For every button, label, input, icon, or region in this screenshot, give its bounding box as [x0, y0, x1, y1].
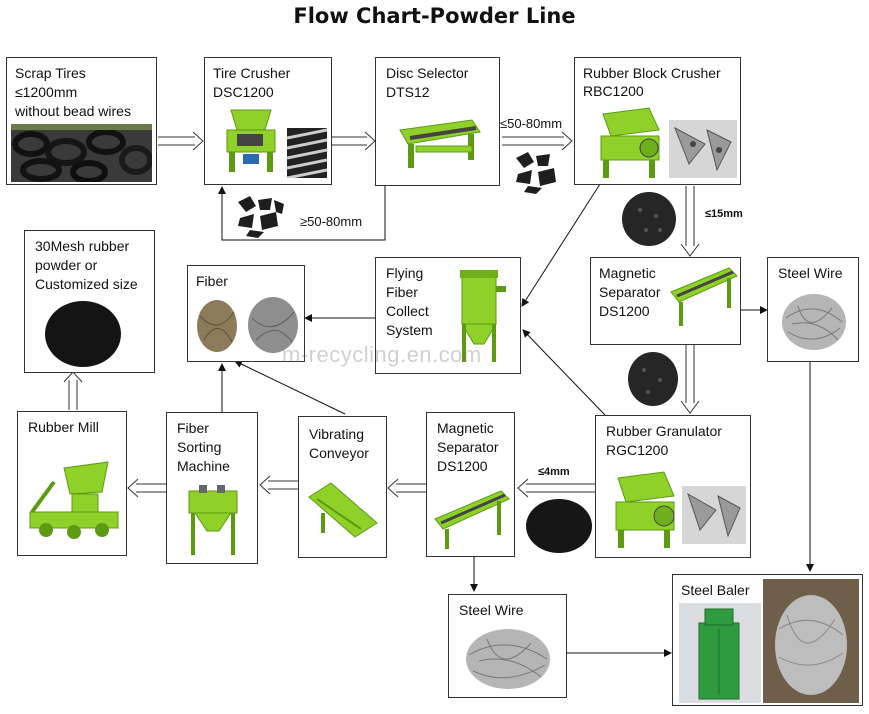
disc-selector-label: Disc Selector	[386, 65, 469, 81]
fiber-image-brown	[197, 300, 237, 352]
tire-crusher-label: Tire Crusher	[213, 65, 291, 81]
watermark-text: m-recycling.en.com	[282, 342, 482, 367]
vib-label-1: Vibrating	[309, 426, 365, 442]
tire-crusher-model: DSC1200	[213, 84, 274, 100]
box-rubber-granulator: Rubber Granulator RGC1200	[595, 415, 751, 558]
shredder-blades-image	[287, 128, 327, 178]
fiber-sorting-machine-image	[188, 485, 238, 555]
rubber-chips-image-1	[516, 152, 556, 194]
chart-title: Flow Chart-Powder Line	[293, 4, 576, 28]
flying-label-4: System	[386, 322, 433, 338]
arrow-vib-to-fiber	[234, 360, 346, 415]
flying-label-2: Fiber	[386, 284, 418, 300]
mag2-machine-image	[434, 490, 510, 549]
steel-baler-label: Steel Baler	[681, 582, 750, 598]
granulator-model: RGC1200	[606, 442, 669, 458]
sorting-label-3: Machine	[177, 458, 230, 474]
rubber-mill-image	[29, 461, 119, 539]
mag1-label-2: Separator	[599, 284, 661, 300]
crusher-knives-image	[669, 120, 737, 178]
powder-label-1: 30Mesh rubber	[35, 238, 130, 254]
hollow-arrow-sorting-to-mill	[127, 478, 166, 498]
vib-label-2: Conveyor	[309, 445, 369, 461]
scrap-tires-note: without bead wires	[15, 103, 131, 119]
box-fiber-sorting-machine: Fiber Sorting Machine	[166, 412, 258, 564]
mag1-label-1: Magnetic	[599, 265, 656, 281]
hollow-arrow-scrap-to-crusher	[158, 131, 204, 151]
mag2-label-1: Magnetic	[437, 420, 494, 436]
rubber-chips-image-2	[238, 196, 284, 238]
hollow-arrow-mag2-to-vib	[387, 478, 426, 498]
steel-wire-1-image	[782, 294, 846, 350]
steel-bale-image	[763, 579, 859, 703]
rubber-granules-image-mid	[628, 352, 678, 406]
rubber-granules-image-15mm	[622, 192, 676, 246]
powder-label-3: Customized size	[35, 276, 138, 292]
box-rubber-powder: 30Mesh rubber powder or Customized size	[24, 230, 155, 373]
fiber-label: Fiber	[196, 273, 228, 289]
flying-label-1: Flying	[386, 265, 424, 281]
tire-crusher-machine-image	[226, 109, 276, 172]
granulator-label: Rubber Granulator	[606, 423, 722, 439]
granulator-machine-image	[615, 471, 675, 548]
size-label-15mm: ≤15mm	[705, 208, 743, 220]
size-label-4mm: ≤4mm	[538, 466, 570, 478]
disc-selector-model: DTS12	[386, 84, 430, 100]
arrow-block-to-flying	[521, 183, 601, 307]
hollow-arrow-vib-to-sorting	[259, 475, 298, 495]
sorting-label-1: Fiber	[177, 420, 209, 436]
rubber-granules-image-4mm	[526, 499, 592, 553]
sorting-label-2: Sorting	[177, 439, 222, 455]
box-rubber-mill: Rubber Mill	[17, 411, 127, 556]
box-magnetic-separator-1: Magnetic Separator DS1200	[590, 257, 741, 345]
box-steel-wire-2: Steel Wire	[448, 594, 567, 698]
size-label-ge-50-80: ≥50-80mm	[300, 214, 363, 229]
steel-wire-1-label: Steel Wire	[778, 265, 843, 281]
box-flying-fiber-collect-system: Flying Fiber Collect System	[375, 257, 521, 374]
box-steel-wire-1: Steel Wire	[767, 257, 859, 362]
box-tire-crusher: Tire Crusher DSC1200	[204, 57, 332, 185]
block-crusher-label: Rubber Block Crusher	[583, 65, 721, 81]
block-crusher-machine-image	[600, 107, 660, 178]
steel-wire-2-image	[466, 629, 550, 689]
scrap-tires-size: ≤1200mm	[15, 84, 78, 100]
box-fiber: Fiber	[187, 265, 305, 362]
hollow-arrow-mag1-to-granulator	[680, 345, 700, 414]
block-crusher-model: RBC1200	[583, 83, 644, 99]
vibrating-conveyor-image	[308, 482, 378, 538]
hollow-arrow-block-to-mag1	[680, 186, 700, 257]
mag2-model: DS1200	[437, 458, 488, 474]
flying-label-3: Collect	[386, 303, 429, 319]
fiber-image-grey	[248, 297, 298, 353]
hollow-arrow-granulator-to-mag2	[517, 478, 596, 498]
box-scrap-tires: Scrap Tires ≤1200mm without bead wires	[6, 57, 157, 185]
granulator-knives-image	[682, 486, 746, 544]
box-rubber-block-crusher: Rubber Block Crusher RBC1200	[574, 57, 741, 185]
steel-baler-machine-image	[679, 603, 761, 703]
box-disc-selector: Disc Selector DTS12	[375, 57, 500, 186]
mag1-machine-image	[670, 267, 738, 326]
mag1-model: DS1200	[599, 303, 650, 319]
box-magnetic-separator-2: Magnetic Separator DS1200	[426, 412, 515, 557]
rubber-powder-image	[45, 301, 121, 367]
steel-wire-2-label: Steel Wire	[459, 602, 524, 618]
box-vibrating-conveyor: Vibrating Conveyor	[298, 416, 387, 558]
rubber-mill-label: Rubber Mill	[28, 419, 99, 435]
disc-selector-machine-image	[399, 119, 481, 168]
dust-collector-image	[460, 270, 506, 362]
size-label-50-80: ≤50-80mm	[500, 116, 563, 131]
box-steel-baler: Steel Baler	[672, 574, 863, 706]
hollow-arrow-crusher-to-disc	[332, 131, 376, 151]
hollow-arrow-mill-to-powder	[63, 371, 83, 410]
scrap-tires-label: Scrap Tires	[15, 65, 86, 81]
scrap-tires-image	[11, 124, 152, 182]
mag2-label-2: Separator	[437, 439, 499, 455]
powder-label-2: powder or	[35, 257, 98, 273]
